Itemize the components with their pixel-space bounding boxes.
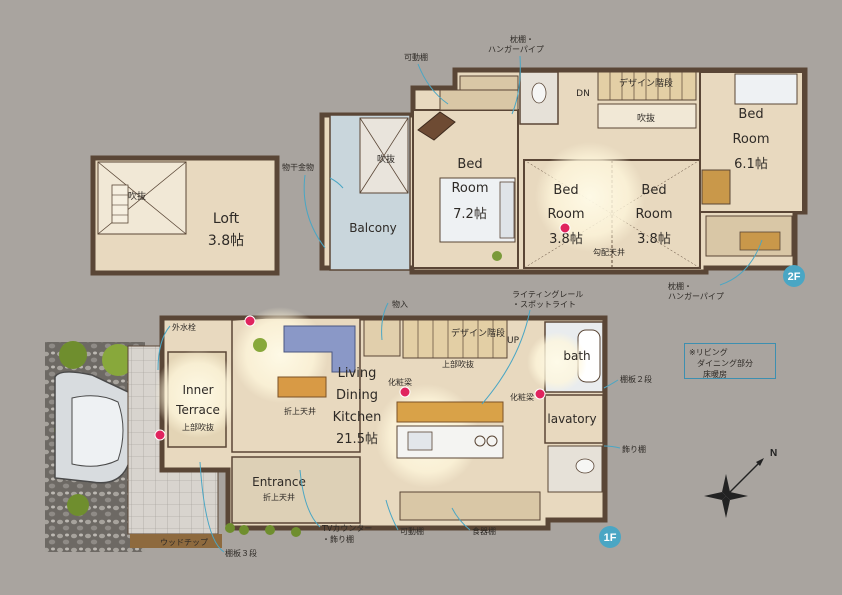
svg-text:N: N [770,448,777,459]
ldk-name-1: Living [338,366,377,381]
loft-void-label: 吹抜 [128,190,146,202]
bed-a-name-2: Room [547,207,584,222]
note-storage: 物入 [392,299,408,309]
balcony-label: Balcony [349,221,397,235]
legend-line-2: ダイニング部分 [697,359,753,368]
loft-area: 吹抜 Loft 3.8帖 [90,155,280,276]
note-shelf-2: 棚板２段 [620,374,652,384]
design-stair-1f-label: デザイン階段 [451,327,505,339]
note-movable-shelf-1f: 可動棚 [400,526,424,536]
bed-b-size: 3.8帖 [637,232,671,247]
note-pillow-shelf-top-1: 枕棚・ [510,34,534,44]
first-floor-notes: 外水栓 物入 ライティングレール ・スポットライト 棚板２段 飾り棚 TVカウン… [157,289,652,558]
note-shelf-3: 棚板３段 [225,548,257,558]
balcony-void-label: 吹抜 [377,153,395,165]
bed-main-name-1: Bed [457,157,482,172]
toilet-icon [531,82,547,104]
note-lighting-rail-1: ライティングレール [512,289,583,299]
note-tv-counter-2: ・飾り棚 [322,534,354,544]
note-cupboard: 食器棚 [472,526,496,536]
note-faucet: 外水栓 [172,322,196,332]
spotlight-marker-icon [559,222,571,234]
ldk-size: 21.5帖 [336,432,378,447]
entrance-name: Entrance [252,475,306,489]
legend-floor-heating: ※リビング ダイニング部分 床暖房 [684,343,776,379]
design-stair-2f-label: デザイン階段 [619,77,673,89]
stair-2f-dn: DN [576,89,590,99]
bed-c-name-2: Room [732,132,769,147]
legend-line-1: ※リビング [689,348,728,357]
spotlight-marker-icon [399,386,411,398]
inner-terrace-name-1: Inner [182,383,213,397]
upper-void-label: 上部吹抜 [442,359,474,369]
inner-terrace-name-2: Terrace [175,403,220,417]
compass-icon: N [704,448,777,518]
spotlight-marker-icon [154,429,166,441]
note-pillow-shelf-bottom-1: 枕棚・ [668,281,692,291]
floor-label-2f: 2F [788,271,801,283]
plant-icon [253,338,267,352]
vanity-label-2: 化粧梁 [510,392,534,402]
void-2f-label: 吹抜 [637,112,655,124]
sofa-icon [283,325,356,373]
note-pillow-shelf-top-2: ハンガーパイプ [488,44,544,54]
bed-b-name-1: Bed [641,183,666,198]
slope-ceiling-label: 勾配天井 [593,247,625,257]
ldk-name-3: Kitchen [333,410,382,425]
plant-icon [492,251,502,261]
spotlight-marker-icon [244,315,256,327]
note-deco-shelf: 飾り棚 [622,444,646,454]
toilet-icon [575,458,595,474]
floor-badge-1f: 1F [599,526,621,548]
note-wood-chip: ウッドチップ [160,538,208,547]
note-movable-shelf-2f: 可動棚 [404,52,428,62]
floor-badge-2f: 2F [783,265,805,287]
bed-a-size: 3.8帖 [549,232,583,247]
plant-icon [102,344,134,376]
entrance-sub: 折上天井 [263,492,295,502]
bed-a-name-1: Bed [553,183,578,198]
inner-terrace-sub: 上部吹抜 [182,422,214,432]
lavatory-label: lavatory [547,412,596,426]
legend-line-3: 床暖房 [703,370,727,379]
fold-ceiling-label: 折上天井 [284,406,316,416]
bath-label: bath [563,349,590,363]
vanity-label-1: 化粧梁 [388,377,412,387]
note-tv-counter-1: TVカウンター [321,524,372,533]
bed-c-size: 6.1帖 [734,157,768,172]
up-label: UP [507,336,520,346]
floor-label-1f: 1F [604,532,617,544]
bed-main-size: 7.2帖 [453,207,487,222]
note-pillow-shelf-bottom-2: ハンガーパイプ [668,291,724,301]
ldk-name-2: Dining [336,388,378,403]
second-floor-plan: 吹抜 Balcony Bed Room 7.2帖 DN デザイン階段 吹抜 [319,67,808,275]
spotlight-marker-icon [534,388,546,400]
bed-c-name-1: Bed [738,107,763,122]
loft-name: Loft [213,211,240,227]
bed-b-name-2: Room [635,207,672,222]
bed-main-name-2: Room [451,181,488,196]
loft-size: 3.8帖 [208,233,244,249]
second-floor-notes: 可動棚 枕棚・ ハンガーパイプ 物干金物 枕棚・ ハンガーパイプ [282,34,763,301]
first-floor-plan: ウッドチップ Inner Terrace 上部吹抜 折上天井 Living Di… [45,307,608,552]
note-lighting-rail-2: ・スポットライト [512,300,576,309]
note-clothes-rack: 物干金物 [282,162,314,172]
